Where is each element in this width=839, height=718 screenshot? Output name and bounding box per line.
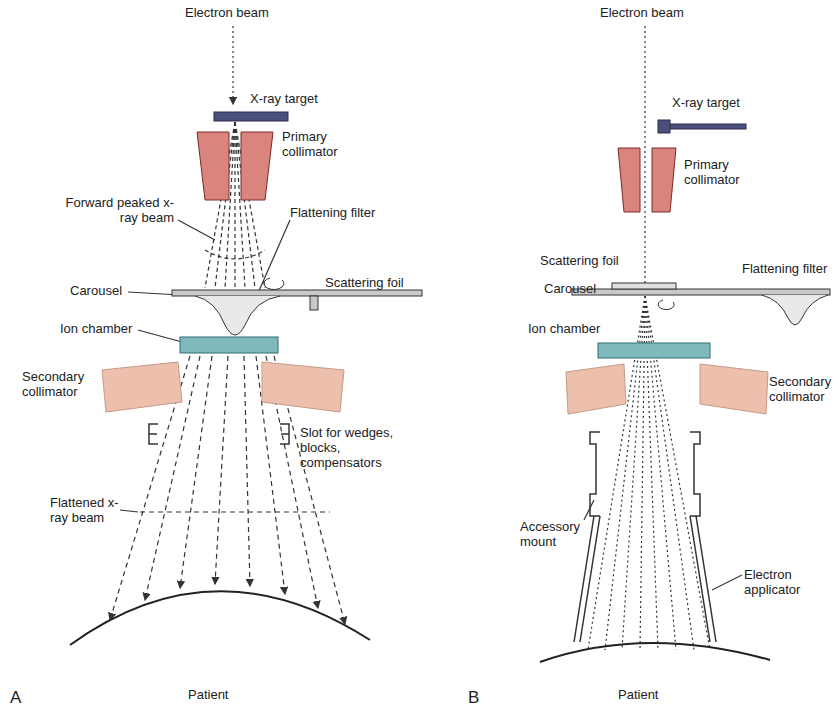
part-label: X-ray target — [250, 92, 318, 107]
part-label: Secondary collimator — [22, 370, 96, 400]
part-label: Flattening filter — [290, 206, 375, 221]
part-label: A — [10, 688, 21, 708]
part-label: Flattening filter — [742, 262, 827, 277]
part-label: Ion chamber — [60, 322, 132, 337]
part-label: B — [468, 688, 479, 708]
part-label: Electron applicator — [744, 568, 816, 598]
part-label: Electron beam — [185, 6, 269, 21]
part-label: Electron beam — [600, 6, 684, 21]
part-label: Primary collimator — [684, 158, 756, 188]
part-label: Patient — [188, 688, 228, 703]
part-label: Primary collimator — [282, 130, 354, 160]
part-label: Secondary collimator — [769, 375, 835, 405]
part-label: Ion chamber — [528, 322, 600, 337]
part-label: Scattering foil — [325, 276, 404, 291]
part-label: X-ray target — [672, 96, 740, 111]
part-label: Slot for wedges, blocks, compensators — [300, 426, 402, 471]
part-label: Accessory mount — [520, 520, 590, 550]
part-label: Scattering foil — [540, 254, 619, 269]
part-label: Flattened x-ray beam — [50, 496, 122, 526]
part-label: Carousel — [544, 282, 596, 297]
part-label: Patient — [618, 688, 658, 703]
part-label: Carousel — [70, 284, 122, 299]
part-label: Forward peaked x-ray beam — [62, 196, 174, 226]
